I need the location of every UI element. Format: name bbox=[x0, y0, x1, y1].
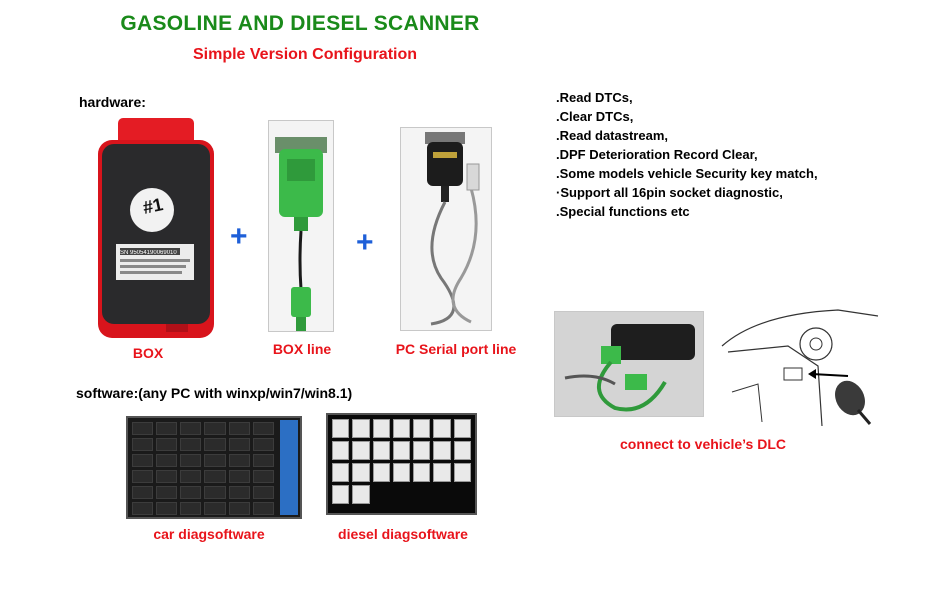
box-serial-text: SN 95054190069010 bbox=[120, 250, 177, 256]
car-brand-tile bbox=[228, 486, 250, 499]
car-brand-tile bbox=[156, 470, 178, 483]
diesel-brand-tile bbox=[332, 419, 350, 438]
diesel-brand-tile bbox=[372, 463, 390, 482]
diesel-brand-tile bbox=[413, 419, 431, 438]
feature-item: .DPF Deterioration Record Clear, bbox=[556, 147, 758, 162]
car-brand-tile bbox=[132, 422, 154, 435]
car-software-caption: car diagsoftware bbox=[153, 526, 265, 542]
car-brand-tile bbox=[180, 470, 202, 483]
diesel-brand-tile bbox=[453, 441, 471, 460]
diesel-brand-tile bbox=[453, 419, 471, 438]
diesel-brand-tile bbox=[433, 419, 451, 438]
page-subtitle: Simple Version Configuration bbox=[192, 46, 418, 63]
diesel-software-screenshot bbox=[326, 413, 477, 515]
feature-item: .Read DTCs, bbox=[556, 90, 633, 105]
serial-line-caption: PC Serial port line bbox=[395, 341, 517, 357]
car-brand-tile bbox=[252, 422, 274, 435]
car-brand-tile bbox=[252, 486, 274, 499]
car-brand-tile bbox=[228, 438, 250, 451]
diesel-brand-tile bbox=[453, 463, 471, 482]
car-brand-tile bbox=[180, 486, 202, 499]
car-brand-tile bbox=[156, 502, 178, 515]
dashboard-sketch-icon bbox=[721, 309, 879, 427]
car-brand-tile bbox=[228, 470, 250, 483]
diesel-brand-tile bbox=[332, 485, 350, 504]
car-brand-tile bbox=[132, 454, 154, 467]
feature-item: .Some models vehicle Security key match, bbox=[556, 166, 818, 181]
car-brand-tile bbox=[156, 454, 178, 467]
car-brand-tile bbox=[180, 502, 202, 515]
diesel-brand-tile bbox=[352, 485, 370, 504]
car-brand-tile bbox=[204, 486, 226, 499]
car-brand-tile bbox=[204, 454, 226, 467]
serial-line-image bbox=[400, 127, 492, 331]
plus-icon: + bbox=[230, 220, 248, 253]
box-device-image: #1 SN 95054190069010 bbox=[96, 118, 216, 340]
car-brand-tile bbox=[204, 438, 226, 451]
hardware-label: hardware: bbox=[79, 94, 146, 110]
software-label: software:(any PC with winxp/win7/win8.1) bbox=[76, 385, 353, 401]
car-brand-tile bbox=[132, 502, 154, 515]
diesel-brand-tile bbox=[332, 463, 350, 482]
diesel-brand-tile bbox=[372, 419, 390, 438]
diesel-brand-tile bbox=[352, 463, 370, 482]
connection-photo bbox=[554, 311, 704, 417]
car-brand-tile bbox=[228, 422, 250, 435]
diesel-software-caption: diesel diagsoftware bbox=[338, 526, 468, 542]
car-software-screenshot bbox=[126, 416, 302, 519]
car-brand-tile bbox=[156, 438, 178, 451]
car-brand-tile bbox=[252, 438, 274, 451]
diesel-brand-tile bbox=[433, 463, 451, 482]
diesel-brand-tile bbox=[392, 441, 411, 460]
diesel-brand-tile bbox=[392, 419, 411, 438]
diesel-brand-tile bbox=[392, 463, 411, 482]
diesel-brand-tile bbox=[413, 463, 431, 482]
car-brand-tile bbox=[180, 438, 202, 451]
car-brand-tile bbox=[132, 470, 154, 483]
cable-icon bbox=[275, 137, 327, 331]
car-brand-tile bbox=[180, 454, 202, 467]
car-brand-tile bbox=[204, 502, 226, 515]
connector-photo-icon bbox=[555, 312, 703, 416]
car-brand-tile bbox=[204, 470, 226, 483]
dlc-caption: connect to vehicle’s DLC bbox=[620, 436, 786, 452]
car-brand-tile bbox=[156, 486, 178, 499]
car-brand-tile bbox=[252, 470, 274, 483]
page-title: GASOLINE AND DIESEL SCANNER bbox=[120, 12, 480, 35]
diesel-brand-tile bbox=[352, 419, 370, 438]
car-brand-tile bbox=[252, 502, 274, 515]
box-device-icon bbox=[98, 118, 214, 338]
car-brand-tile bbox=[132, 486, 154, 499]
feature-item: .Special functions etc bbox=[556, 204, 690, 219]
diesel-brand-tile bbox=[372, 441, 390, 460]
box-line-image bbox=[268, 120, 334, 332]
car-brand-tile bbox=[156, 422, 178, 435]
car-brand-tile bbox=[252, 454, 274, 467]
car-brand-tile bbox=[180, 422, 202, 435]
box-line-caption: BOX line bbox=[272, 341, 332, 357]
diesel-brand-tile bbox=[433, 441, 451, 460]
car-brand-tile bbox=[228, 454, 250, 467]
diesel-brand-tile bbox=[413, 441, 431, 460]
feature-item: .Clear DTCs, bbox=[556, 109, 634, 124]
diesel-brand-tile bbox=[352, 441, 370, 460]
feature-item: .Read datastream, bbox=[556, 128, 668, 143]
car-brand-tile bbox=[228, 502, 250, 515]
feature-item: ·Support all 16pin socket diagnostic, bbox=[556, 185, 783, 200]
usb-cable-icon bbox=[425, 132, 480, 326]
box-caption: BOX bbox=[132, 345, 164, 361]
car-brand-tile bbox=[204, 422, 226, 435]
feature-list: .Read DTCs, .Clear DTCs, .Read datastrea… bbox=[556, 88, 818, 221]
plus-icon-2: + bbox=[356, 226, 374, 259]
car-brand-tile bbox=[132, 438, 154, 451]
car-software-sidebar bbox=[280, 420, 298, 515]
diesel-brand-tile bbox=[332, 441, 350, 460]
vehicle-dlc-sketch bbox=[718, 306, 882, 430]
